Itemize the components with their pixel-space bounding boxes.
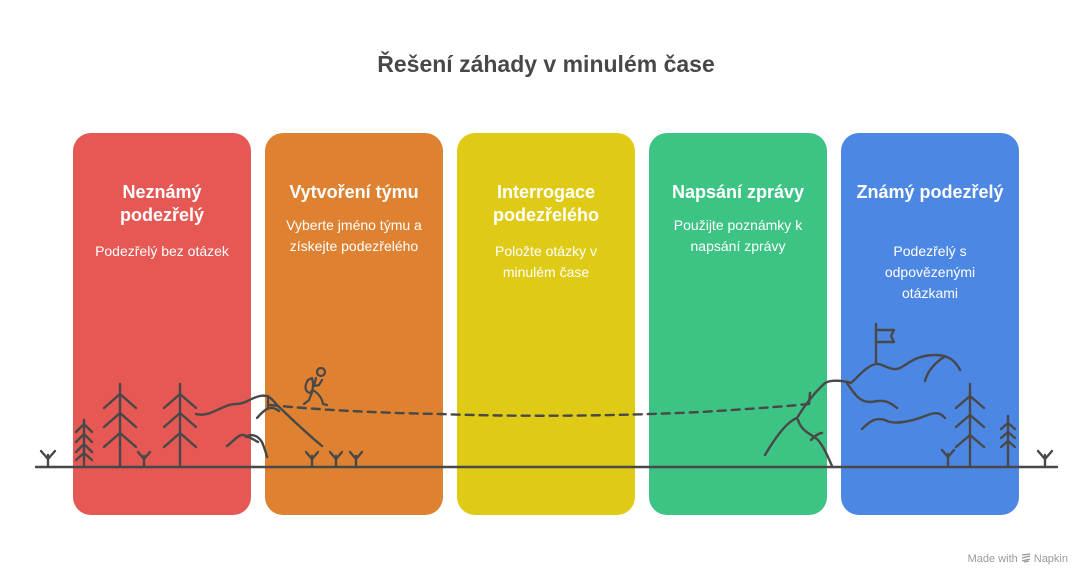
napkin-watermark: Made with Napkin xyxy=(968,553,1068,565)
hill-icon xyxy=(860,412,947,431)
grass-icon xyxy=(136,450,152,469)
grass-icon xyxy=(304,450,320,469)
step-description: Použijte poznámky k napsání zprávy xyxy=(673,217,803,254)
tree-icon xyxy=(74,418,94,469)
step-description: Vyberte jméno týmu a získejte podezřeléh… xyxy=(286,217,422,254)
footer-brand: Napkin xyxy=(1033,553,1068,565)
grass-icon xyxy=(348,450,364,469)
napkin-logo-icon xyxy=(1021,553,1030,563)
step-card-known-suspect: Známý podezřelý Podezřelý s odpovězenými… xyxy=(841,133,1019,515)
step-card-report-writing: Napsání zprávy Použijte poznámky k napsá… xyxy=(649,133,827,515)
step-title: Vytvoření týmu xyxy=(289,182,419,202)
diagram-title: Řešení záhady v minulém čase xyxy=(377,51,715,77)
grass-icon xyxy=(940,448,956,469)
hiker-icon xyxy=(302,366,329,407)
step-title: Napsání zprávy xyxy=(671,182,805,202)
step-title: Neznámý podezřelý xyxy=(119,182,205,225)
step-title: Známý podezřelý xyxy=(856,182,1004,202)
flag-icon xyxy=(874,322,896,366)
step-description: Podezřelý bez otázek xyxy=(95,243,229,259)
step-card-unknown-suspect: Neznámý podezřelý Podezřelý bez otázek xyxy=(73,133,251,515)
step-card-interrogation: Interrogace podezřelého Položte otázky v… xyxy=(457,133,635,515)
step-title: Interrogace podezřelého xyxy=(492,182,599,225)
footer-text: Made with xyxy=(967,553,1018,565)
tree-icon xyxy=(102,382,138,469)
grass-icon xyxy=(328,450,344,469)
grass-icon xyxy=(1036,449,1054,469)
mountain-icon xyxy=(809,431,824,442)
dashed-path xyxy=(268,402,810,417)
grass-icon xyxy=(39,449,57,469)
step-description: Položte otázky v minulém čase xyxy=(495,243,597,280)
hill-icon xyxy=(255,406,281,420)
step-description: Podezřelý s odpovězenými otázkami xyxy=(884,243,976,301)
hill-icon xyxy=(923,355,946,383)
step-card-team-creation: Vytvoření týmu Vyberte jméno týmu a získ… xyxy=(265,133,443,515)
hill-icon xyxy=(244,433,269,459)
tree-icon xyxy=(162,382,198,469)
mountain-icon xyxy=(796,418,834,468)
hill-icon xyxy=(845,381,899,410)
tree-icon xyxy=(999,414,1017,469)
mountain-icon xyxy=(763,353,962,457)
tree-icon xyxy=(954,382,986,469)
hill-icon xyxy=(194,394,324,448)
hill-icon xyxy=(225,433,260,448)
